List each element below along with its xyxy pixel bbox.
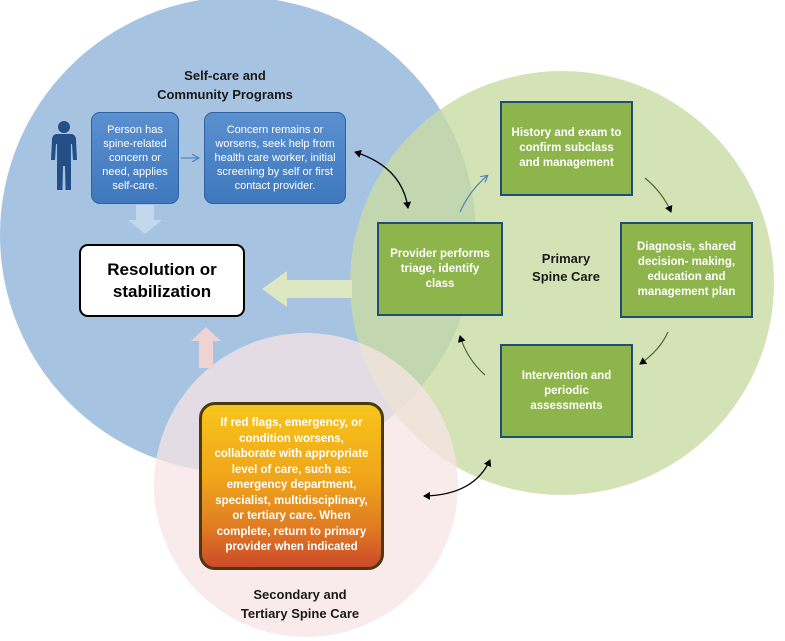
self-care-title-line2: Community Programs xyxy=(157,87,293,102)
secondary-care-title-line2: Tertiary Spine Care xyxy=(240,606,360,621)
history-exam-box-text: History and exam to confirm subclass and… xyxy=(511,127,622,169)
person-silhouette-icon xyxy=(51,121,77,190)
intervention-box-text: Intervention and periodic assessments xyxy=(521,369,612,412)
cycle-arrow-history-to-diagnosis xyxy=(644,177,673,213)
secondary-care-title: Secondary and Tertiary Spine Care xyxy=(210,585,390,623)
self-care-title: Self-care and Community Programs xyxy=(130,66,320,104)
history-exam-box: History and exam to confirm subclass and… xyxy=(500,101,633,196)
primary-care-title: Primary Spine Care xyxy=(516,250,616,286)
triage-box-text: Provider performs triage, identify class xyxy=(390,247,490,290)
double-arrow-secondary-to-primary xyxy=(423,459,492,500)
secondary-care-title-line1: Secondary and xyxy=(253,587,347,602)
primary-care-circle xyxy=(350,71,774,495)
resolution-line2: stabilization xyxy=(112,281,212,301)
self-care-box-text: Person has spine-related concern or need… xyxy=(102,124,168,192)
left-arrow-to-resolution xyxy=(262,271,352,307)
primary-care-title-line2: Spine Care xyxy=(532,269,600,284)
cycle-arrow-diagnosis-to-intervention xyxy=(639,331,669,365)
secondary-care-box: If red flags, emergency, or condition wo… xyxy=(199,402,384,570)
intervention-box: Intervention and periodic assessments xyxy=(500,344,633,438)
down-arrow-to-resolution xyxy=(128,205,162,234)
diagnosis-box-text: Diagnosis, shared decision- making, educ… xyxy=(636,241,737,298)
self-care-title-line1: Self-care and xyxy=(184,68,266,83)
diagnosis-box: Diagnosis, shared decision- making, educ… xyxy=(620,222,753,318)
cycle-arrow-intervention-to-triage xyxy=(457,335,486,376)
primary-care-title-line1: Primary xyxy=(541,251,591,266)
seek-help-box-text: Concern remains or worsens, seek help fr… xyxy=(214,124,336,192)
seek-help-box: Concern remains or worsens, seek help fr… xyxy=(204,112,346,204)
triage-box: Provider performs triage, identify class xyxy=(377,222,503,316)
resolution-line1: Resolution or xyxy=(107,259,217,279)
cycle-arrow-triage-to-history xyxy=(459,176,487,213)
secondary-care-box-text: If red flags, emergency, or condition wo… xyxy=(214,417,369,554)
double-arrow-blue-to-triage xyxy=(354,150,412,209)
self-care-box: Person has spine-related concern or need… xyxy=(91,112,179,204)
resolution-box: Resolution or stabilization xyxy=(79,244,245,317)
up-arrow-to-resolution xyxy=(191,327,221,368)
